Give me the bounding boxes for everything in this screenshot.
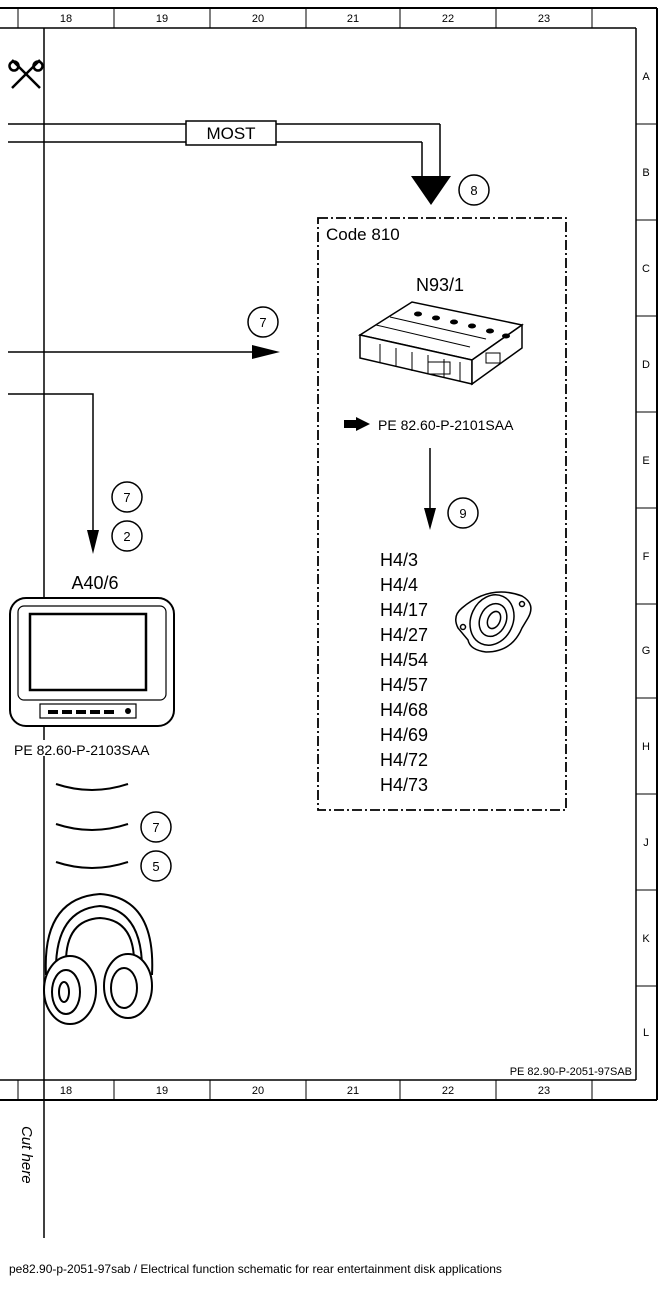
column-numbers-bottom: 18 19 20 21 22 23: [60, 1085, 550, 1097]
callout-7-headphones: 7: [140, 811, 172, 843]
col-18-bottom: 18: [60, 1085, 72, 1097]
speaker-h4-27: H4/27: [380, 625, 428, 645]
svg-text:7: 7: [152, 820, 159, 835]
speaker-h4-17: H4/17: [380, 600, 428, 620]
code-810-boundary: [317, 217, 567, 811]
row-a: A: [642, 71, 650, 83]
svg-text:8: 8: [470, 183, 477, 198]
rear-display-icon: [9, 597, 175, 727]
cut-here-label: Cut here: [18, 1126, 35, 1184]
row-c: C: [642, 263, 650, 275]
callout-7-mid: 7: [247, 306, 279, 338]
svg-text:5: 5: [152, 859, 159, 874]
n93-ref: PE 82.60-P-2101SAA: [378, 417, 514, 433]
col-20-bottom: 20: [252, 1085, 264, 1097]
a40-id: A40/6: [71, 573, 118, 593]
col-19-top: 19: [156, 13, 168, 25]
row-e: E: [642, 455, 649, 467]
speaker-h4-72: H4/72: [380, 750, 428, 770]
sheet-id: PE 82.90-P-2051-97SAB: [510, 1066, 632, 1078]
most-bus: [8, 123, 441, 178]
col-23-top: 23: [538, 13, 550, 25]
col-22-bottom: 22: [442, 1085, 454, 1097]
row-k: K: [642, 933, 650, 945]
svg-text:9: 9: [459, 506, 466, 521]
col-23-bottom: 23: [538, 1085, 550, 1097]
cut-line-gap: [38, 740, 48, 756]
speaker-h4-69: H4/69: [380, 725, 428, 745]
av-signal-arrowhead: [252, 345, 280, 359]
row-f: F: [643, 551, 650, 563]
n93-id: N93/1: [416, 275, 464, 295]
headphones-icon: [43, 892, 154, 1025]
col-19-bottom: 19: [156, 1085, 168, 1097]
svg-text:2: 2: [123, 529, 130, 544]
col-22-top: 22: [442, 13, 454, 25]
figure-caption: pe82.90-p-2051-97sab / Electrical functi…: [9, 1262, 502, 1276]
svg-text:7: 7: [259, 315, 266, 330]
row-dividers: [636, 123, 657, 987]
most-arrowhead: [411, 176, 451, 205]
speaker-list: H4/3 H4/4 H4/17 H4/27 H4/54 H4/57 H4/68 …: [380, 550, 428, 795]
n93-module-icon: [358, 301, 524, 386]
speaker-h4-54: H4/54: [380, 650, 428, 670]
scissors-icon: [8, 59, 44, 89]
row-letters: A B C D E F G H J K L: [642, 71, 651, 1039]
speaker-h4-68: H4/68: [380, 700, 428, 720]
callout-2-a40: 2: [111, 520, 143, 552]
a40-ref: PE 82.60-P-2103SAA: [14, 742, 150, 758]
speaker-h4-57: H4/57: [380, 675, 428, 695]
wireless-waves-icon: [55, 783, 129, 869]
row-b: B: [642, 167, 649, 179]
a40-feed-line: [8, 393, 94, 532]
col-20-top: 20: [252, 13, 264, 25]
speaker-feed-arrowhead: [424, 508, 436, 530]
row-d: D: [642, 359, 650, 371]
svg-text:7: 7: [123, 490, 130, 505]
row-j: J: [643, 837, 649, 849]
speaker-h4-73: H4/73: [380, 775, 428, 795]
column-numbers-top: 18 19 20 21 22 23: [60, 13, 550, 25]
col-18-top: 18: [60, 13, 72, 25]
row-h: H: [642, 741, 650, 753]
code-810-label: Code 810: [326, 225, 400, 244]
callout-7-a40: 7: [111, 481, 143, 513]
n93-ref-arrow-icon: [344, 417, 370, 431]
sheet-frame: [0, 7, 658, 1101]
col-21-bottom: 21: [347, 1085, 359, 1097]
speaker-h4-4: H4/4: [380, 575, 418, 595]
a40-feed-arrowhead: [87, 530, 99, 554]
col-21-top: 21: [347, 13, 359, 25]
speaker-h4-3: H4/3: [380, 550, 418, 570]
column-dividers: [17, 8, 593, 1100]
row-g: G: [642, 645, 651, 657]
row-l: L: [643, 1027, 649, 1039]
speaker-icon: [455, 591, 532, 653]
callout-9: 9: [447, 497, 479, 529]
callout-8: 8: [458, 174, 490, 206]
callout-5-headphones: 5: [140, 850, 172, 882]
most-label: MOST: [206, 124, 255, 143]
most-label-box: [185, 120, 277, 146]
